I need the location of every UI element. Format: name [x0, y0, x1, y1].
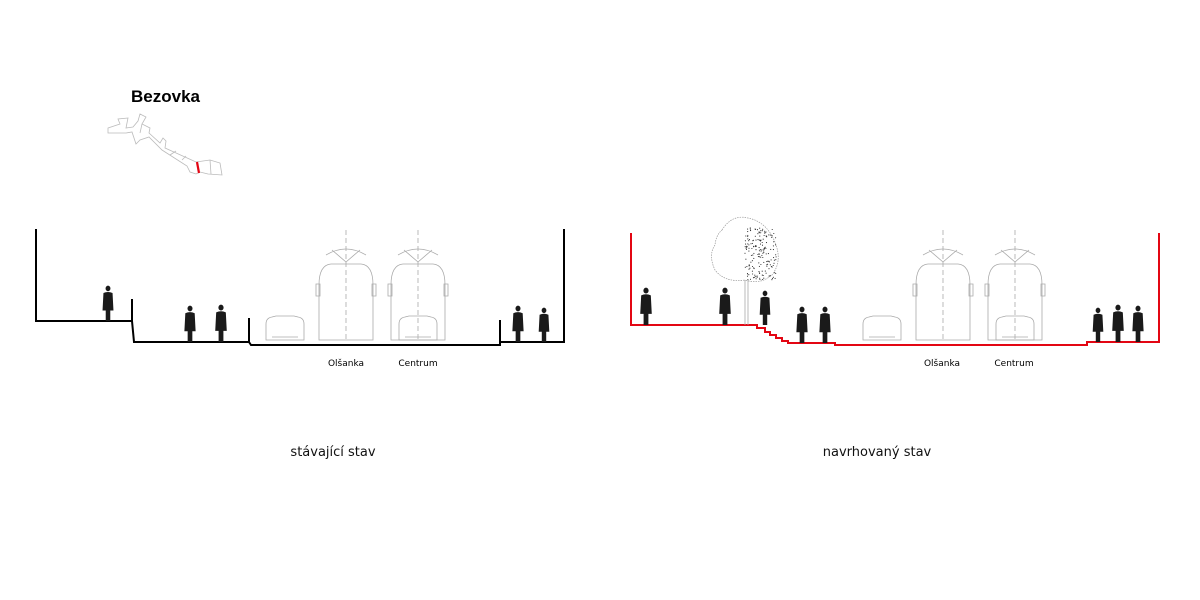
person-silhouette [719, 287, 731, 325]
person-silhouette [1112, 304, 1124, 342]
map-title: Bezovka [131, 87, 200, 106]
existing-ground-line [35, 229, 565, 346]
tram-label-olsanka: Olšanka [327, 359, 365, 369]
key-map-highlight [195, 161, 201, 174]
tram-label-olsanka-proposed: Olšanka [923, 359, 961, 369]
person-silhouette [640, 287, 652, 325]
tram-icon [315, 230, 377, 341]
tram-label-centrum-proposed: Centrum [994, 359, 1034, 369]
car-icon [398, 315, 438, 341]
caption-proposed: navrhovaný stav [822, 445, 932, 460]
person-silhouette [819, 306, 831, 343]
person-silhouette [1092, 307, 1104, 342]
person-silhouette [215, 304, 227, 342]
proposed-ground-line [630, 233, 1160, 346]
person-silhouette [184, 305, 196, 342]
tree-icon [711, 216, 779, 325]
car-icon [995, 315, 1035, 341]
tram-icon [387, 230, 449, 341]
person-silhouette [538, 307, 550, 342]
person-silhouette [796, 306, 808, 343]
person-silhouette [1132, 305, 1144, 342]
tram-icon [984, 230, 1046, 341]
car-icon [265, 315, 305, 341]
person-silhouette [759, 290, 771, 325]
caption-existing: stávající stav [290, 445, 376, 460]
person-silhouette [512, 305, 524, 342]
car-icon [862, 315, 902, 341]
tram-label-centrum: Centrum [398, 359, 438, 369]
key-map [107, 113, 223, 176]
tram-icon [912, 230, 974, 341]
person-silhouette [102, 285, 114, 321]
